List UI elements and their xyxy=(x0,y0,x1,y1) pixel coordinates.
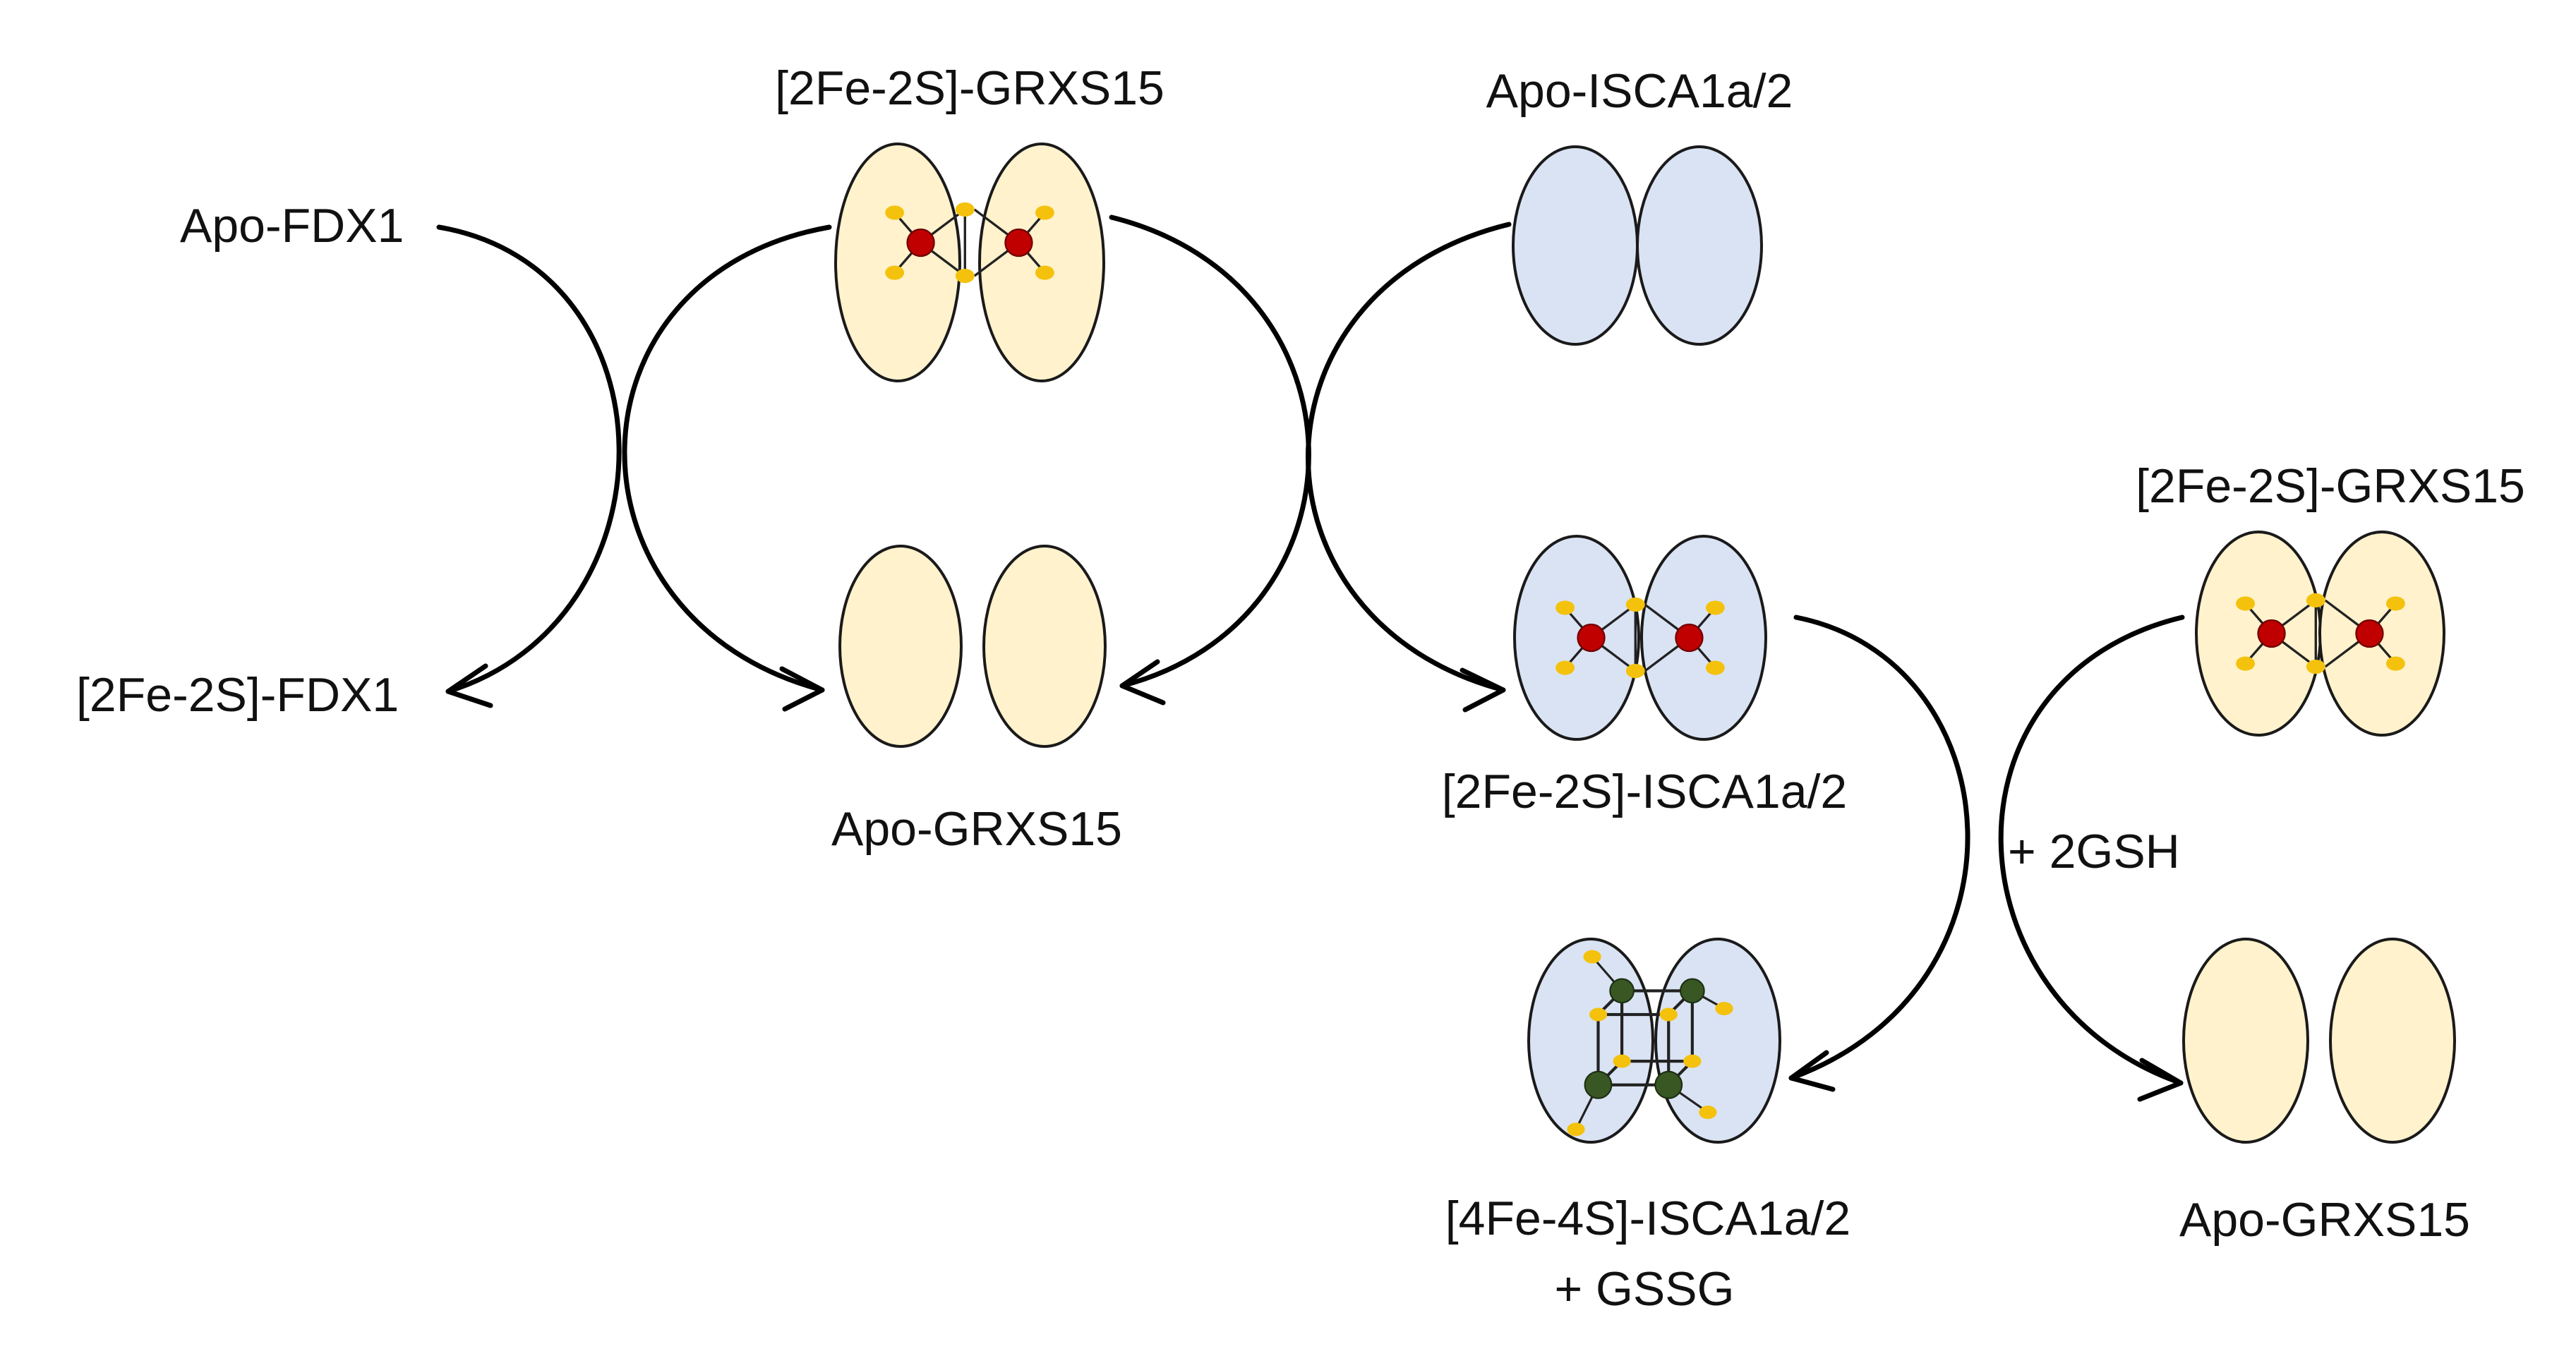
label-holo-isca-2fe: [2Fe-2S]-ISCA1a/2 xyxy=(1442,765,1847,818)
label-holo-grxs15-top: [2Fe-2S]-GRXS15 xyxy=(775,61,1164,115)
arrow-grxs15-right-to-apo xyxy=(1998,615,2185,1102)
arrow-isca-to-4fe xyxy=(1788,615,1970,1092)
arrow-isca-loading xyxy=(1306,222,1512,713)
arrow-fdx1-loading xyxy=(436,224,622,708)
apo-grxs15-bottom-dimer xyxy=(2182,938,2456,1144)
apo-isca-dimer xyxy=(1512,145,1763,346)
holo-isca-2fe-dimer xyxy=(1513,535,1767,741)
apo-grxs15-mid-dimer xyxy=(838,545,1107,748)
holo-grxs15-right-dimer xyxy=(2195,531,2445,737)
label-apo-fdx1: Apo-FDX1 xyxy=(180,199,404,253)
label-apo-grxs15-bottom: Apo-GRXS15 xyxy=(2179,1193,2470,1247)
holo-grxs15-top-dimer xyxy=(834,143,1105,382)
holo-isca-4fe-dimer xyxy=(1527,938,1781,1144)
arrow-grxs15-to-apo-right xyxy=(1109,214,1311,706)
label-plus-gssg: + GSSG xyxy=(1554,1262,1734,1316)
label-apo-isca: Apo-ISCA1a/2 xyxy=(1486,64,1793,118)
label-plus-gsh: + 2GSH xyxy=(2008,825,2180,878)
label-holo-fdx1: [2Fe-2S]-FDX1 xyxy=(76,668,399,722)
label-holo-isca-4fe: [4Fe-4S]-ISCA1a/2 xyxy=(1445,1192,1850,1245)
label-apo-grxs15-mid: Apo-GRXS15 xyxy=(831,802,1122,856)
arrow-grxs15-to-apo-left xyxy=(622,224,832,712)
label-holo-grxs15-right: [2Fe-2S]-GRXS15 xyxy=(2136,459,2525,513)
